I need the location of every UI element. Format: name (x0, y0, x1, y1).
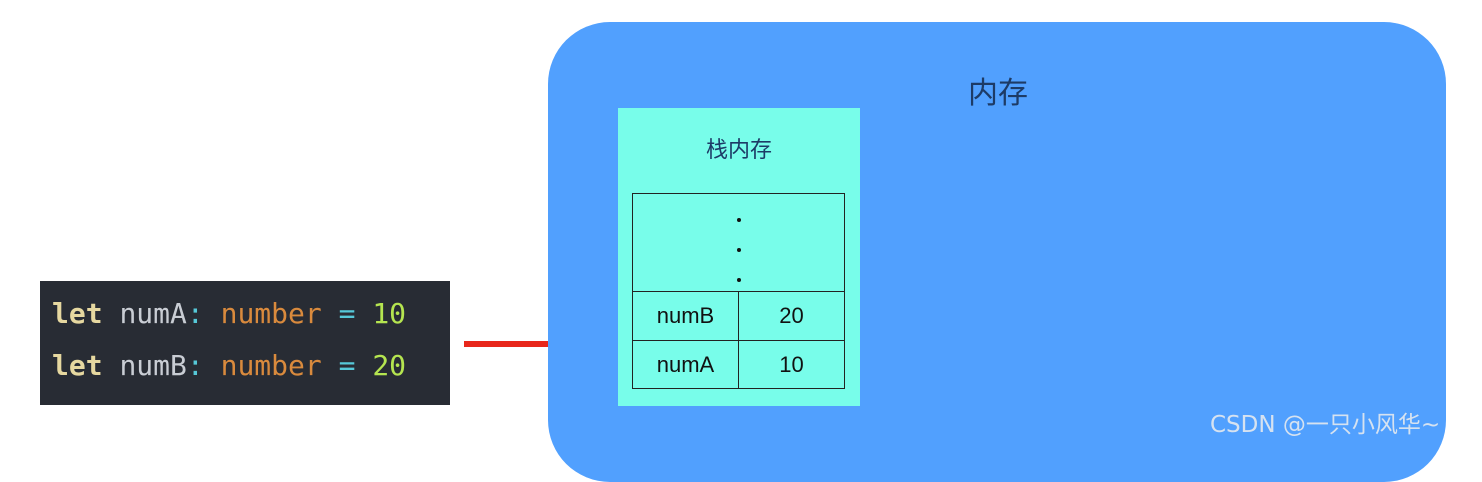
stack-ellipsis (633, 194, 844, 292)
colon: : (186, 349, 204, 382)
stack-memory: 栈内存 numB 20 numA 10 (618, 108, 860, 406)
stack-cell-name: numA (633, 341, 739, 388)
stack-cell-value: 10 (779, 351, 804, 377)
colon: : (186, 297, 204, 330)
ellipsis-dot (737, 248, 741, 252)
code-line-numB: let numB: number = 20 (52, 348, 406, 384)
code-line-numA: let numA: number = 10 (52, 296, 406, 332)
variable-name: numA (119, 297, 187, 330)
memory-title: 内存 (548, 68, 1446, 112)
keyword-let: let (52, 349, 103, 382)
code-panel: let numA: number = 10 let numB: number =… (40, 281, 450, 405)
assign-operator: = (338, 349, 356, 382)
ellipsis-dot (737, 218, 741, 222)
memory-title-text: 内存 (968, 76, 1028, 111)
type-annotation: number (220, 349, 322, 382)
stack-cell-value: 20 (779, 303, 804, 328)
assign-operator: = (338, 297, 356, 330)
stack-table: numB 20 numA 10 (632, 193, 845, 389)
ellipsis-dot (737, 278, 741, 282)
stack-row-numB: numB 20 (633, 292, 844, 341)
stack-row-numA: numA 10 (633, 341, 844, 388)
type-annotation: number (220, 297, 322, 330)
stack-memory-title: 栈内存 (705, 138, 772, 163)
keyword-let: let (52, 297, 103, 330)
number-literal: 10 (372, 297, 407, 330)
number-literal: 20 (372, 349, 407, 382)
variable-name: numB (119, 349, 187, 382)
watermark: CSDN @一只小风华~ (1210, 412, 1441, 438)
stack-cell-name: numB (633, 292, 739, 340)
